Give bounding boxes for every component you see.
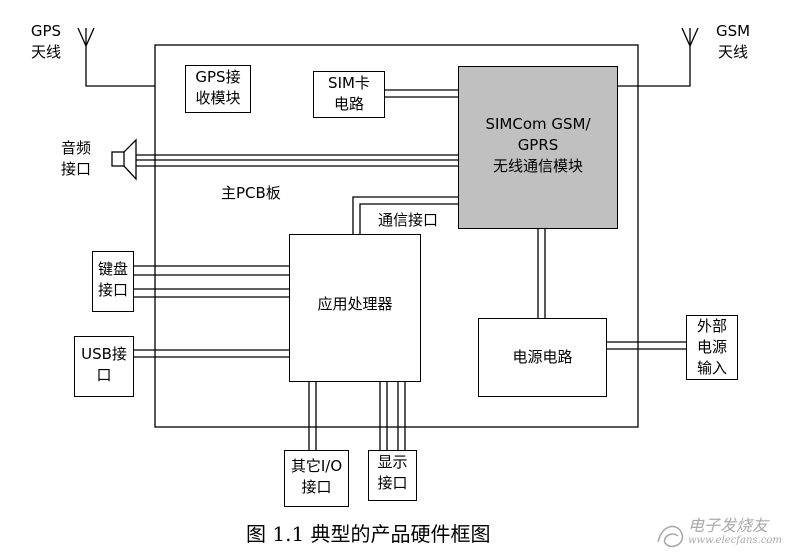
other-io-label-line1: 其它I/O xyxy=(290,457,343,475)
gps-antenna-label-line2: 天线 xyxy=(30,43,61,61)
display-port-label-line2: 接口 xyxy=(377,474,408,492)
gps-antenna-wire xyxy=(85,46,155,87)
display-port-box xyxy=(368,450,417,501)
keyboard-port-box xyxy=(92,251,134,312)
comm-link-outer xyxy=(352,196,458,234)
power-circuit-label: 电源电路 xyxy=(512,348,573,366)
gsm-antenna-label-line2: 天线 xyxy=(717,43,748,61)
keyboard-port-label-line2: 接口 xyxy=(97,281,128,299)
audio-port-label-line2: 接口 xyxy=(60,160,91,178)
app-processor-box xyxy=(289,234,421,382)
main-pcb-label: 主PCB板 xyxy=(221,184,281,202)
app-processor-label: 应用处理器 xyxy=(317,295,393,313)
watermark-name: 电子发烧友 xyxy=(688,516,769,535)
simcom-module-label-line1: SIMCom GSM/ xyxy=(485,115,591,133)
display-port-label-line1: 显示 xyxy=(377,453,408,471)
gps-module-label-line1: GPS接 xyxy=(195,68,241,86)
simcom-module-label-line3: 无线通信模块 xyxy=(492,157,583,175)
sim-circuit-box xyxy=(313,71,385,118)
usb-port-label-line1: USB接 xyxy=(81,345,127,363)
gps-module-box xyxy=(185,65,251,113)
external-power-label: 外部 电源 输入 xyxy=(686,316,738,379)
external-power-label-line3: 输入 xyxy=(696,359,727,377)
external-power-label-line2: 电源 xyxy=(696,338,727,356)
gps-antenna-label: GPS 天线 xyxy=(26,21,66,63)
figure-caption: 图 1.1 典型的产品硬件框图 xyxy=(246,522,491,546)
audio-port-label-line1: 音频 xyxy=(60,139,91,157)
other-io-box xyxy=(284,450,349,507)
audio-port-label: 音频 接口 xyxy=(56,138,96,180)
gsm-antenna-label: GSM 天线 xyxy=(710,21,756,63)
watermark-url: www.elecfans.com xyxy=(688,535,782,546)
gps-antenna-symbol xyxy=(77,27,95,48)
gps-module-label: GPS接 收模块 xyxy=(185,67,251,109)
gps-module-label-line2: 收模块 xyxy=(195,89,241,107)
simcom-module-label: SIMCom GSM/ GPRS 无线通信模块 xyxy=(458,114,618,177)
usb-port-box xyxy=(74,336,134,397)
gsm-antenna-wire xyxy=(618,46,691,87)
usb-port-label: USB接 口 xyxy=(74,344,134,386)
gsm-antenna-symbol xyxy=(681,27,699,48)
sim-circuit-label-line1: SIM卡 xyxy=(328,74,370,92)
comm-link-inner xyxy=(359,203,458,234)
display-port-label: 显示 接口 xyxy=(368,452,417,494)
usb-port-label-line2: 口 xyxy=(96,366,112,384)
keyboard-port-label: 键盘 接口 xyxy=(92,259,134,301)
simcom-module-label-line2: GPRS xyxy=(517,136,559,154)
comm-interface-label: 通信接口 xyxy=(378,211,439,229)
simcom-module-box xyxy=(458,66,618,229)
keyboard-port-label-line1: 键盘 xyxy=(97,260,128,278)
sim-circuit-label-line2: 电路 xyxy=(333,95,364,113)
watermark-logo-icon xyxy=(657,525,684,548)
other-io-label-line2: 接口 xyxy=(301,478,332,496)
power-circuit-box xyxy=(478,318,607,397)
speaker-body xyxy=(111,151,125,167)
gsm-antenna-label-line1: GSM xyxy=(715,22,751,40)
external-power-box xyxy=(686,315,738,380)
external-power-label-line1: 外部 xyxy=(696,317,727,335)
speaker-cone xyxy=(123,138,137,181)
other-io-label: 其它I/O 接口 xyxy=(284,456,349,498)
gps-antenna-label-line1: GPS xyxy=(30,22,62,40)
sim-circuit-label: SIM卡 电路 xyxy=(313,73,385,115)
